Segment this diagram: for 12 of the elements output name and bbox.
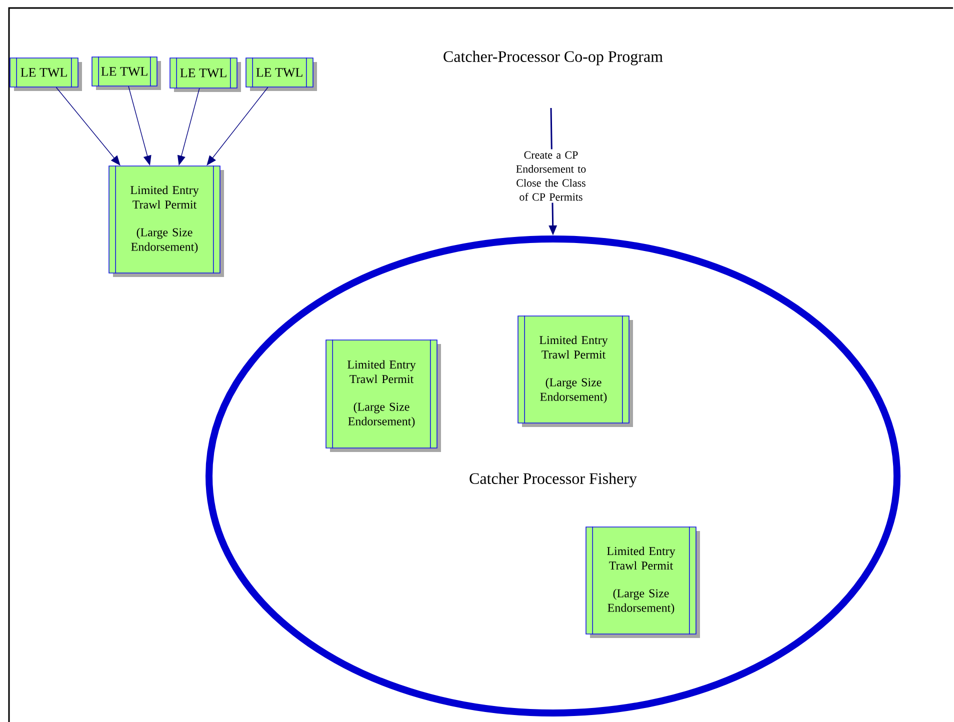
license-box: LE TWL: [246, 57, 317, 91]
license-box: LE TWL: [10, 57, 82, 91]
ellipse-label: Catcher Processor Fishery: [470, 472, 637, 488]
license-box: LE TWL: [92, 56, 161, 90]
fishery-ellipse: [206, 236, 900, 716]
permit-box: Limited Entry Trawl Permit (Large Size Endorsement): [108, 165, 224, 277]
permit-box: Limited Entry Trawl Permit (Large Size Endorsement): [518, 315, 633, 427]
edge-label: Create a CP Endorsement to Close the Class of CP Permits: [499, 149, 603, 203]
permit-box: Limited Entry Trawl Permit (Large Size Endorsement): [326, 339, 441, 452]
title: Catcher-Processor Co-op Program: [444, 50, 663, 66]
license-box: LE TWL: [170, 57, 241, 92]
permit-box: Limited Entry Trawl Permit (Large Size Endorsement): [586, 526, 700, 638]
